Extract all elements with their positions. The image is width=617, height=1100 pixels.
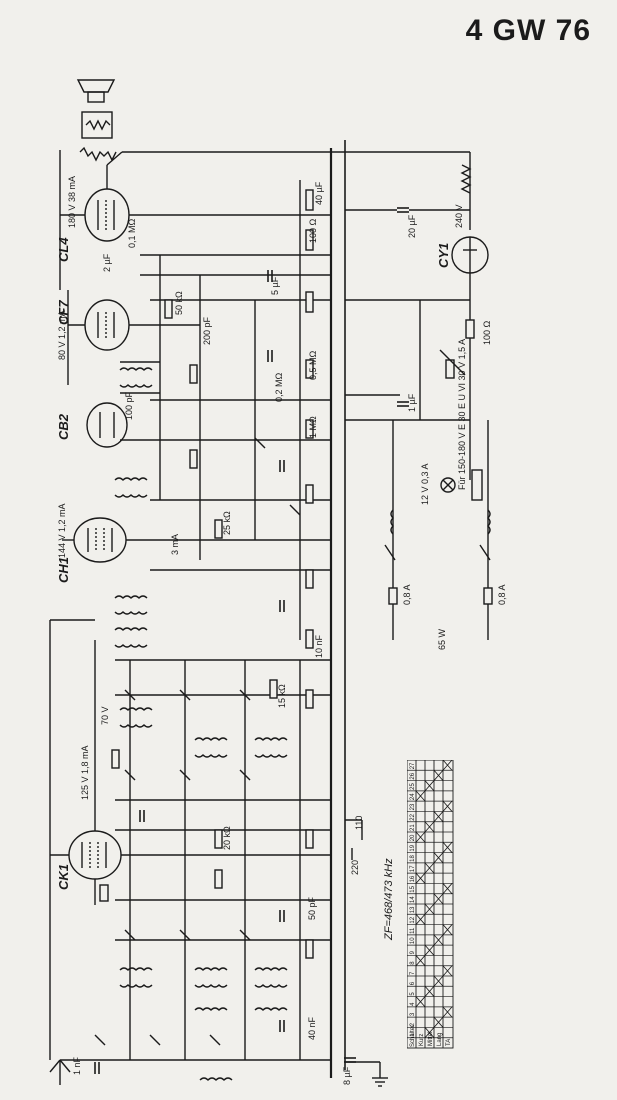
switch-table-header: 18 <box>410 855 416 862</box>
tube-label-ch1: CH1 <box>56 557 71 583</box>
cap-8uf: 8 µF <box>342 1066 352 1085</box>
resistor-100: 100 Ω <box>482 320 492 345</box>
tube-ck1 <box>68 830 122 880</box>
ch1-current: 3 mA <box>170 534 180 555</box>
ck1-voltage: 125 V 1,8 mA <box>80 745 90 800</box>
if-transformer-3 <box>114 595 148 599</box>
switch-table-header: 11 <box>410 927 416 934</box>
mains-choke-1 <box>390 509 394 535</box>
switch-table: Schalter12345678910111213141516171819202… <box>407 760 454 1049</box>
switch-table-header: 15 <box>410 885 416 892</box>
component-value-label: 15 kΩ <box>277 684 287 708</box>
switch-table-header: 16 <box>410 875 416 882</box>
pilot-lamp-icon <box>440 477 456 493</box>
tube-label-cy1: CY1 <box>436 243 451 268</box>
tube-label-cl4: CL4 <box>56 237 71 262</box>
component-value-label: 10 nF <box>314 634 324 658</box>
component-value-label: 5 µF <box>270 276 280 295</box>
switch-table-header: 27 <box>410 762 416 769</box>
switch-table-header: 24 <box>410 793 416 800</box>
switch-table-header: 2 <box>410 1022 416 1026</box>
switch-table-header: 7 <box>410 971 416 975</box>
switch-table-header: 9 <box>410 950 416 954</box>
tube-cl4 <box>84 188 130 242</box>
switch-table-header: Schalter <box>410 1025 416 1047</box>
filter-resistor <box>460 164 472 194</box>
component-value-label: 50 kΩ <box>174 291 184 315</box>
voltage-110: 110 <box>354 816 364 830</box>
tube-cf7 <box>84 299 130 351</box>
if-frequency: ZF=468/473 kHz <box>383 858 395 941</box>
switch-table-row-label: Kurz <box>419 1034 425 1046</box>
component-value-label: 1 µF <box>407 393 417 412</box>
coil-bank-2 <box>119 967 153 971</box>
switch-table-header: 10 <box>410 937 416 944</box>
switch-table-header: 6 <box>410 981 416 985</box>
switch-table-header: 25 <box>410 783 416 790</box>
ck1-70v: 70 V <box>100 706 110 725</box>
tube-label-ck1: CK1 <box>56 864 71 890</box>
component-value-label: 100 Ω <box>308 218 318 243</box>
switch-table-row-label: Lang <box>437 1033 443 1046</box>
switch-table-header: 3 <box>410 1012 416 1016</box>
switch-table-header: 8 <box>410 961 416 965</box>
component-value-label: 40 nF <box>307 1016 317 1040</box>
if-transformer-2 <box>114 477 148 481</box>
tube-label-cb2: CB2 <box>56 413 71 440</box>
switch-table-row-label: TA <box>446 1039 452 1046</box>
switch-table-header: 5 <box>410 992 416 996</box>
component-value-label: 50 pF <box>307 896 317 920</box>
if-transformer-1 <box>119 367 153 371</box>
fuse-1-rating: 0,8 A <box>402 584 412 605</box>
cf7-voltage: 80 V 1,2 mA <box>57 310 67 360</box>
speaker-icon <box>87 91 105 103</box>
tube-ch1 <box>73 517 127 563</box>
switch-table-header: 26 <box>410 772 416 779</box>
switch-table-header: 20 <box>410 834 416 841</box>
model-title: 4 GW 76 <box>465 14 591 47</box>
component-value-label: 25 kΩ <box>222 511 232 535</box>
component-value-label: 2 µF <box>102 253 112 272</box>
component-value-label: 1 MΩ <box>308 416 318 438</box>
fuse-2 <box>483 587 493 605</box>
switch-table-header: 22 <box>410 813 416 820</box>
component-value-label: 1 nF <box>72 1056 82 1075</box>
component-value-label: 0,5 MΩ <box>308 350 318 380</box>
switch-table-header: 12 <box>410 916 416 923</box>
component-value-label: 20 µF <box>407 214 417 238</box>
power-rating: 65 W <box>437 628 447 650</box>
switch-table-header: 4 <box>410 1002 416 1006</box>
switch-table-header: 1 <box>410 1033 416 1037</box>
fuse-1 <box>388 587 398 605</box>
switch-table-header: 21 <box>410 824 416 831</box>
fuse-2-rating: 0,8 A <box>497 584 507 605</box>
component-value-label: 20 kΩ <box>222 826 232 850</box>
cl4-voltage: 180 V 38 mA <box>67 176 77 228</box>
tube-cb2 <box>86 402 128 448</box>
component-value-label: 40 µF <box>314 181 324 205</box>
voltage-220: 220 <box>350 860 360 875</box>
switch-table-header: 19 <box>410 844 416 851</box>
switch-table-header: 13 <box>410 906 416 913</box>
component-value-label: 0,2 MΩ <box>274 372 284 402</box>
mains-choke-2 <box>487 509 491 535</box>
switch-table-row-label: Mittel <box>428 1032 434 1046</box>
switch-table-header: 23 <box>410 803 416 810</box>
mains-note: Für 150-180 V E 30 E U VI 30 V 1,5 A <box>457 339 467 490</box>
switch-table-header: 17 <box>410 865 416 872</box>
switch-table-header: 14 <box>410 896 416 903</box>
component-value-label: 0,1 MΩ <box>127 218 137 248</box>
coil-bank-1 <box>119 707 153 711</box>
rectifier-voltage: 240 V <box>454 204 464 228</box>
ch1-voltage: 144 V 1,2 mA <box>57 503 67 558</box>
component-value-label: 200 pF <box>202 316 212 345</box>
component-value-label: 100 pF <box>124 391 134 420</box>
pilot-lamp-rating: 12 V 0,3 A <box>420 463 430 505</box>
tube-label-cf7: CF7 <box>56 300 71 325</box>
